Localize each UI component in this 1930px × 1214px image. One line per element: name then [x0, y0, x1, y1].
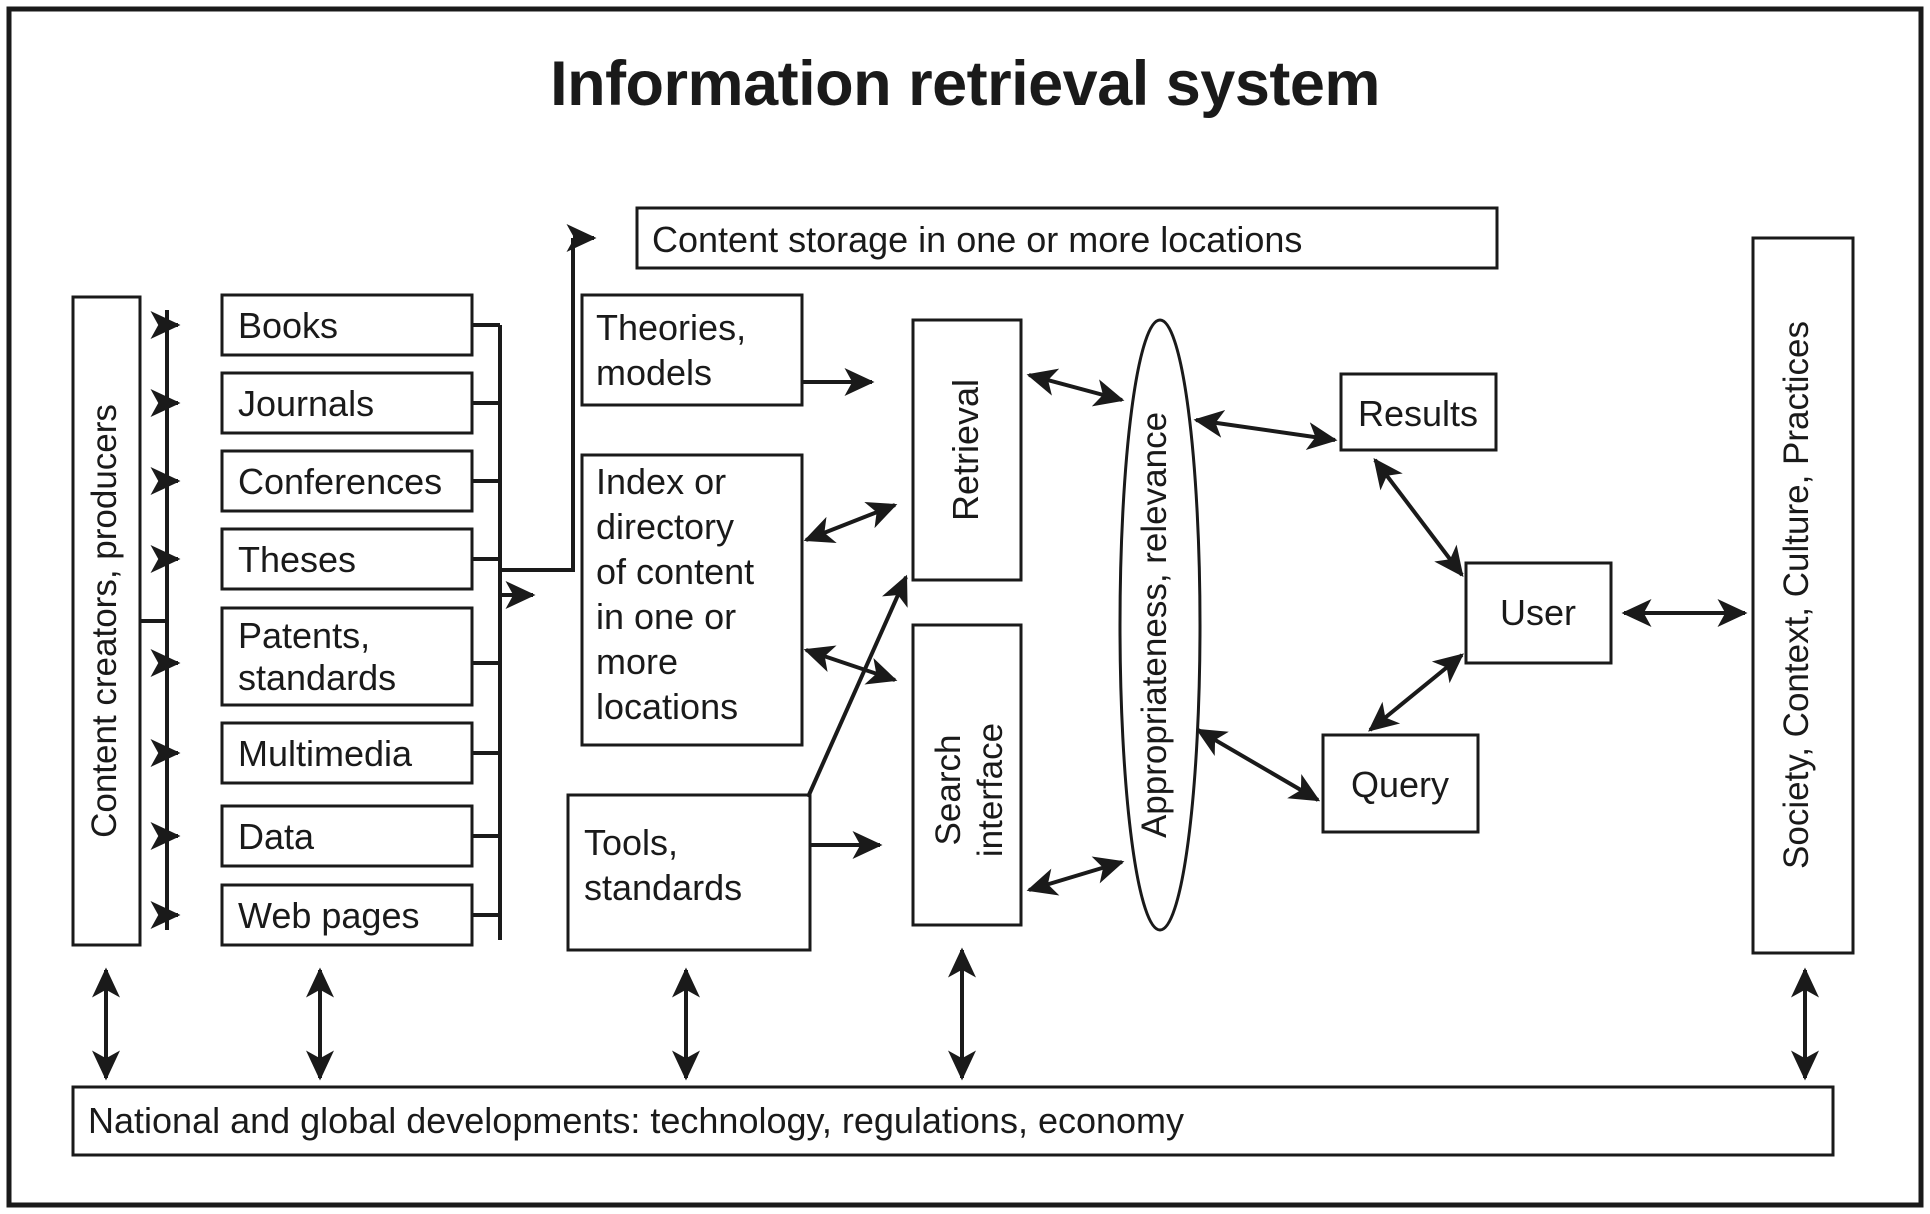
content-creators-label: Content creators, producers [85, 404, 124, 838]
appropriateness-relevance-label: Appropriateness, relevance [1135, 412, 1174, 838]
retrieval-label: Retrieval [945, 379, 986, 521]
content-type-label-patents-line2: standards [238, 657, 396, 698]
content-type-label-theses: Theses [238, 539, 356, 580]
page-title: Information retrieval system [550, 49, 1380, 119]
theories-models-line1: Theories, [596, 307, 746, 348]
arrow-results-user [1373, 458, 1464, 577]
search-interface-box [911, 623, 1023, 927]
results-box [1339, 372, 1498, 452]
arrow-user-query [1368, 653, 1464, 732]
content-type-box-web-pages [220, 883, 474, 947]
index-line4: in one or [596, 596, 736, 637]
content-type-box-journals [220, 371, 474, 435]
results-label: Results [1358, 393, 1478, 434]
bottom-banner-label: National and global developments: techno… [88, 1100, 1184, 1141]
index-directory-box [580, 453, 804, 747]
tools-standards-box [566, 793, 812, 952]
theories-models-line2: models [596, 352, 712, 393]
society-context-box [1751, 236, 1855, 955]
user-label: User [1500, 592, 1576, 633]
tools-line2: standards [584, 867, 742, 908]
content-creators-box [71, 295, 142, 947]
content-type-label-patents-line1: Patents, [238, 615, 370, 656]
search-interface-line1: Search [929, 735, 968, 846]
content-storage-box [635, 206, 1499, 270]
arrow-retrieval-relevance [1026, 368, 1125, 407]
query-box [1321, 733, 1480, 834]
content-type-label-conferences: Conferences [238, 461, 442, 502]
bottom-banner-box [71, 1085, 1835, 1157]
retrieval-box [911, 318, 1023, 582]
query-label: Query [1351, 764, 1449, 805]
content-type-box-patents [220, 606, 474, 707]
theories-models-box [580, 293, 804, 407]
arrow-index-search-interface [803, 645, 898, 685]
content-type-box-data [220, 804, 474, 868]
content-type-label-data: Data [238, 816, 315, 857]
search-interface-line2: interface [971, 723, 1010, 857]
index-line2: directory [596, 506, 734, 547]
content-type-box-books [220, 293, 474, 357]
index-line5: more [596, 641, 678, 682]
content-type-label-multimedia: Multimedia [238, 733, 413, 774]
appropriateness-relevance-ellipse [1118, 318, 1202, 932]
tools-line1: Tools, [584, 822, 678, 863]
user-box [1464, 561, 1613, 665]
content-type-label-books: Books [238, 305, 338, 346]
arrow-query-relevance [1195, 728, 1321, 802]
index-line3: of content [596, 551, 754, 592]
society-context-label: Society, Context, Culture, Practices [1777, 321, 1816, 869]
arrow-search-interface-relevance [1026, 856, 1125, 896]
arrow-index-retrieval [803, 502, 898, 543]
index-line1: Index or [596, 461, 726, 502]
content-type-label-web-pages: Web pages [238, 895, 419, 936]
content-storage-label: Content storage in one or more locations [652, 219, 1302, 260]
index-line6: locations [596, 686, 738, 727]
arrow-relevance-results [1193, 410, 1338, 450]
arrow-tools-to-retrieval [806, 574, 908, 798]
content-type-label-journals: Journals [238, 383, 374, 424]
route-to-content-storage [500, 238, 575, 572]
